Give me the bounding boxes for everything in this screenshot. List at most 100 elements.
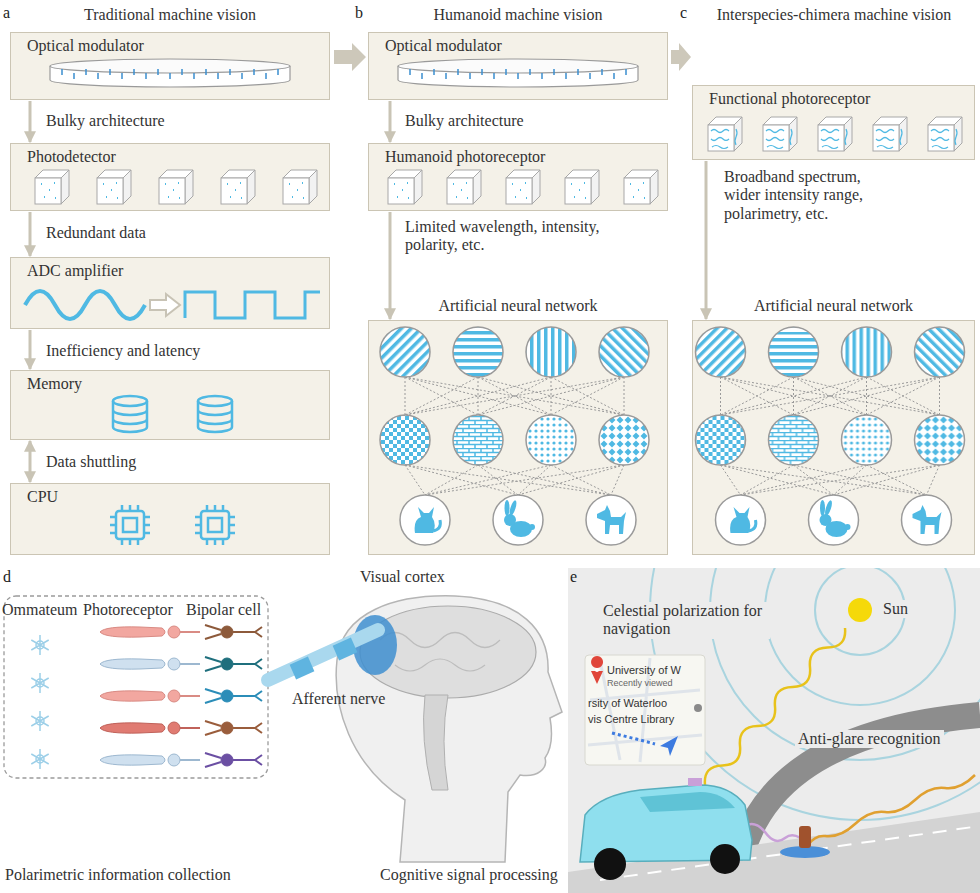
- panel-letter: b: [355, 4, 363, 22]
- functional-cubes: [708, 117, 962, 151]
- retina-dashed-frame: [4, 596, 268, 778]
- map-text: Recently viewed: [607, 678, 673, 688]
- box-heading: Memory: [27, 374, 313, 393]
- ommatidia-use: [31, 749, 48, 769]
- photodetector-cubes: [35, 170, 317, 204]
- label-holder: Cognitive signal processing: [380, 866, 558, 884]
- hydrant: [799, 826, 811, 848]
- functional-cubes-use: [708, 117, 742, 151]
- scene-label: Celestial polarization for navigation: [600, 602, 770, 639]
- photoreceptor-cells-use: [100, 626, 200, 638]
- process-box: ADC amplifier: [10, 257, 330, 329]
- map-text: University of W: [607, 664, 681, 677]
- map-inset-path: [591, 656, 603, 684]
- edge-label: Inefficiency and latency: [46, 342, 200, 360]
- panel-letter: d: [3, 568, 11, 586]
- bipolar-cells-use: [205, 625, 262, 639]
- label-holder: e: [570, 568, 577, 586]
- scene-label: Anti-glare recognition: [795, 730, 944, 748]
- map-inset-polygon: [660, 736, 678, 756]
- box-fill-rect: [10, 257, 330, 329]
- box-heading: Functional photoreceptor: [709, 89, 958, 108]
- nerve-segment: [333, 638, 358, 661]
- label-holder: Visual cortex: [360, 568, 445, 586]
- sun: [848, 598, 872, 622]
- car-circle: [594, 848, 626, 880]
- car-path: [640, 792, 735, 812]
- light-wave-path: [808, 775, 975, 845]
- box-fill-rect: [10, 483, 330, 555]
- box-fill-rect: [10, 370, 330, 440]
- scene-ground: [568, 568, 980, 893]
- box-fill-rect: [368, 143, 668, 211]
- functional-cubes-use: [928, 117, 962, 151]
- label-holder: Ommateum: [2, 601, 78, 619]
- flow-arrow: [389, 212, 392, 319]
- panel-letter: a: [3, 4, 10, 22]
- bipolar-cells-use: [205, 657, 262, 671]
- label-holder: Traditional machine vision: [10, 6, 330, 24]
- functional-cubes-use: [763, 117, 797, 151]
- process-box: Memory: [10, 370, 330, 440]
- edge-label: Data shuttling: [46, 453, 136, 471]
- box-heading: Artificial neural network: [709, 296, 958, 315]
- photoreceptor-cubes-use: [624, 170, 658, 204]
- ommatidia-use: [31, 711, 48, 731]
- light-wave-path: [745, 824, 808, 845]
- flow-arrow: [29, 330, 32, 369]
- network-box: Artificial neural network: [692, 320, 975, 555]
- process-box: Optical modulator: [10, 32, 330, 100]
- box-heading: CPU: [27, 487, 313, 506]
- photoreceptor-cells-use: [100, 722, 200, 734]
- map-inset: [585, 655, 705, 765]
- bipolar-cells: [205, 625, 262, 767]
- section-caption: Cognitive signal processing: [380, 866, 558, 884]
- process-box: Functional photoreceptor: [692, 85, 975, 160]
- car-rect: [688, 778, 702, 786]
- photoreceptor-cells-use: [100, 690, 200, 702]
- edge-label: Broadband spectrum, wider intensity rang…: [724, 168, 894, 223]
- photodetector-cubes-use: [159, 170, 193, 204]
- edge-label: Redundant data: [46, 224, 146, 242]
- neural-network: [696, 327, 965, 545]
- panel-arrow: [334, 43, 366, 71]
- process-box: CPU: [10, 483, 330, 555]
- car: [580, 778, 752, 880]
- flow-arrow: [389, 101, 392, 142]
- photoreceptor-cubes: [388, 170, 658, 204]
- box-fill-rect: [692, 320, 975, 555]
- map-inset-circle: [595, 668, 599, 672]
- convert-arrow: [150, 294, 180, 316]
- flow-arrow: [29, 441, 32, 482]
- edge-label-holder: Bulky architecture: [46, 112, 165, 130]
- label-holder: Recently viewed: [607, 678, 673, 688]
- label-holder: Photoreceptor: [83, 601, 173, 619]
- functional-cubes-use: [873, 117, 907, 151]
- edge-label: Bulky architecture: [46, 112, 165, 130]
- column-label: Ommateum: [2, 601, 78, 619]
- edge-label-holder: Limited wavelength, intensity, polarity,…: [405, 218, 625, 255]
- anatomy-label: Afferent nerve: [292, 690, 385, 708]
- functional-cubes-use: [818, 117, 852, 151]
- label-holder: Anti-glare recognition: [795, 730, 944, 748]
- box-heading: Artificial neural network: [385, 296, 651, 315]
- neural-network: [380, 327, 649, 545]
- label-holder: vis Centre Library: [588, 713, 674, 726]
- scene-label: Sun: [880, 600, 911, 618]
- light-wave-path: [705, 628, 845, 785]
- photodetector-cubes-use: [221, 170, 255, 204]
- edge-label: Bulky architecture: [405, 112, 524, 130]
- edge-label-holder: Data shuttling: [46, 453, 136, 471]
- bipolar-cells-use: [205, 753, 262, 767]
- label-holder: Bipolar cell: [186, 601, 261, 619]
- brain-stem: [424, 695, 448, 790]
- photoreceptor-cubes-use: [565, 170, 599, 204]
- anatomy-label: Visual cortex: [360, 568, 445, 586]
- brain-folds: [380, 633, 500, 672]
- box-fill-rect: [10, 32, 330, 100]
- photoreceptor-cells: [100, 626, 200, 766]
- edge-label-holder: Bulky architecture: [405, 112, 524, 130]
- label-holder: Humanoid machine vision: [368, 6, 668, 24]
- car-circle: [710, 844, 740, 874]
